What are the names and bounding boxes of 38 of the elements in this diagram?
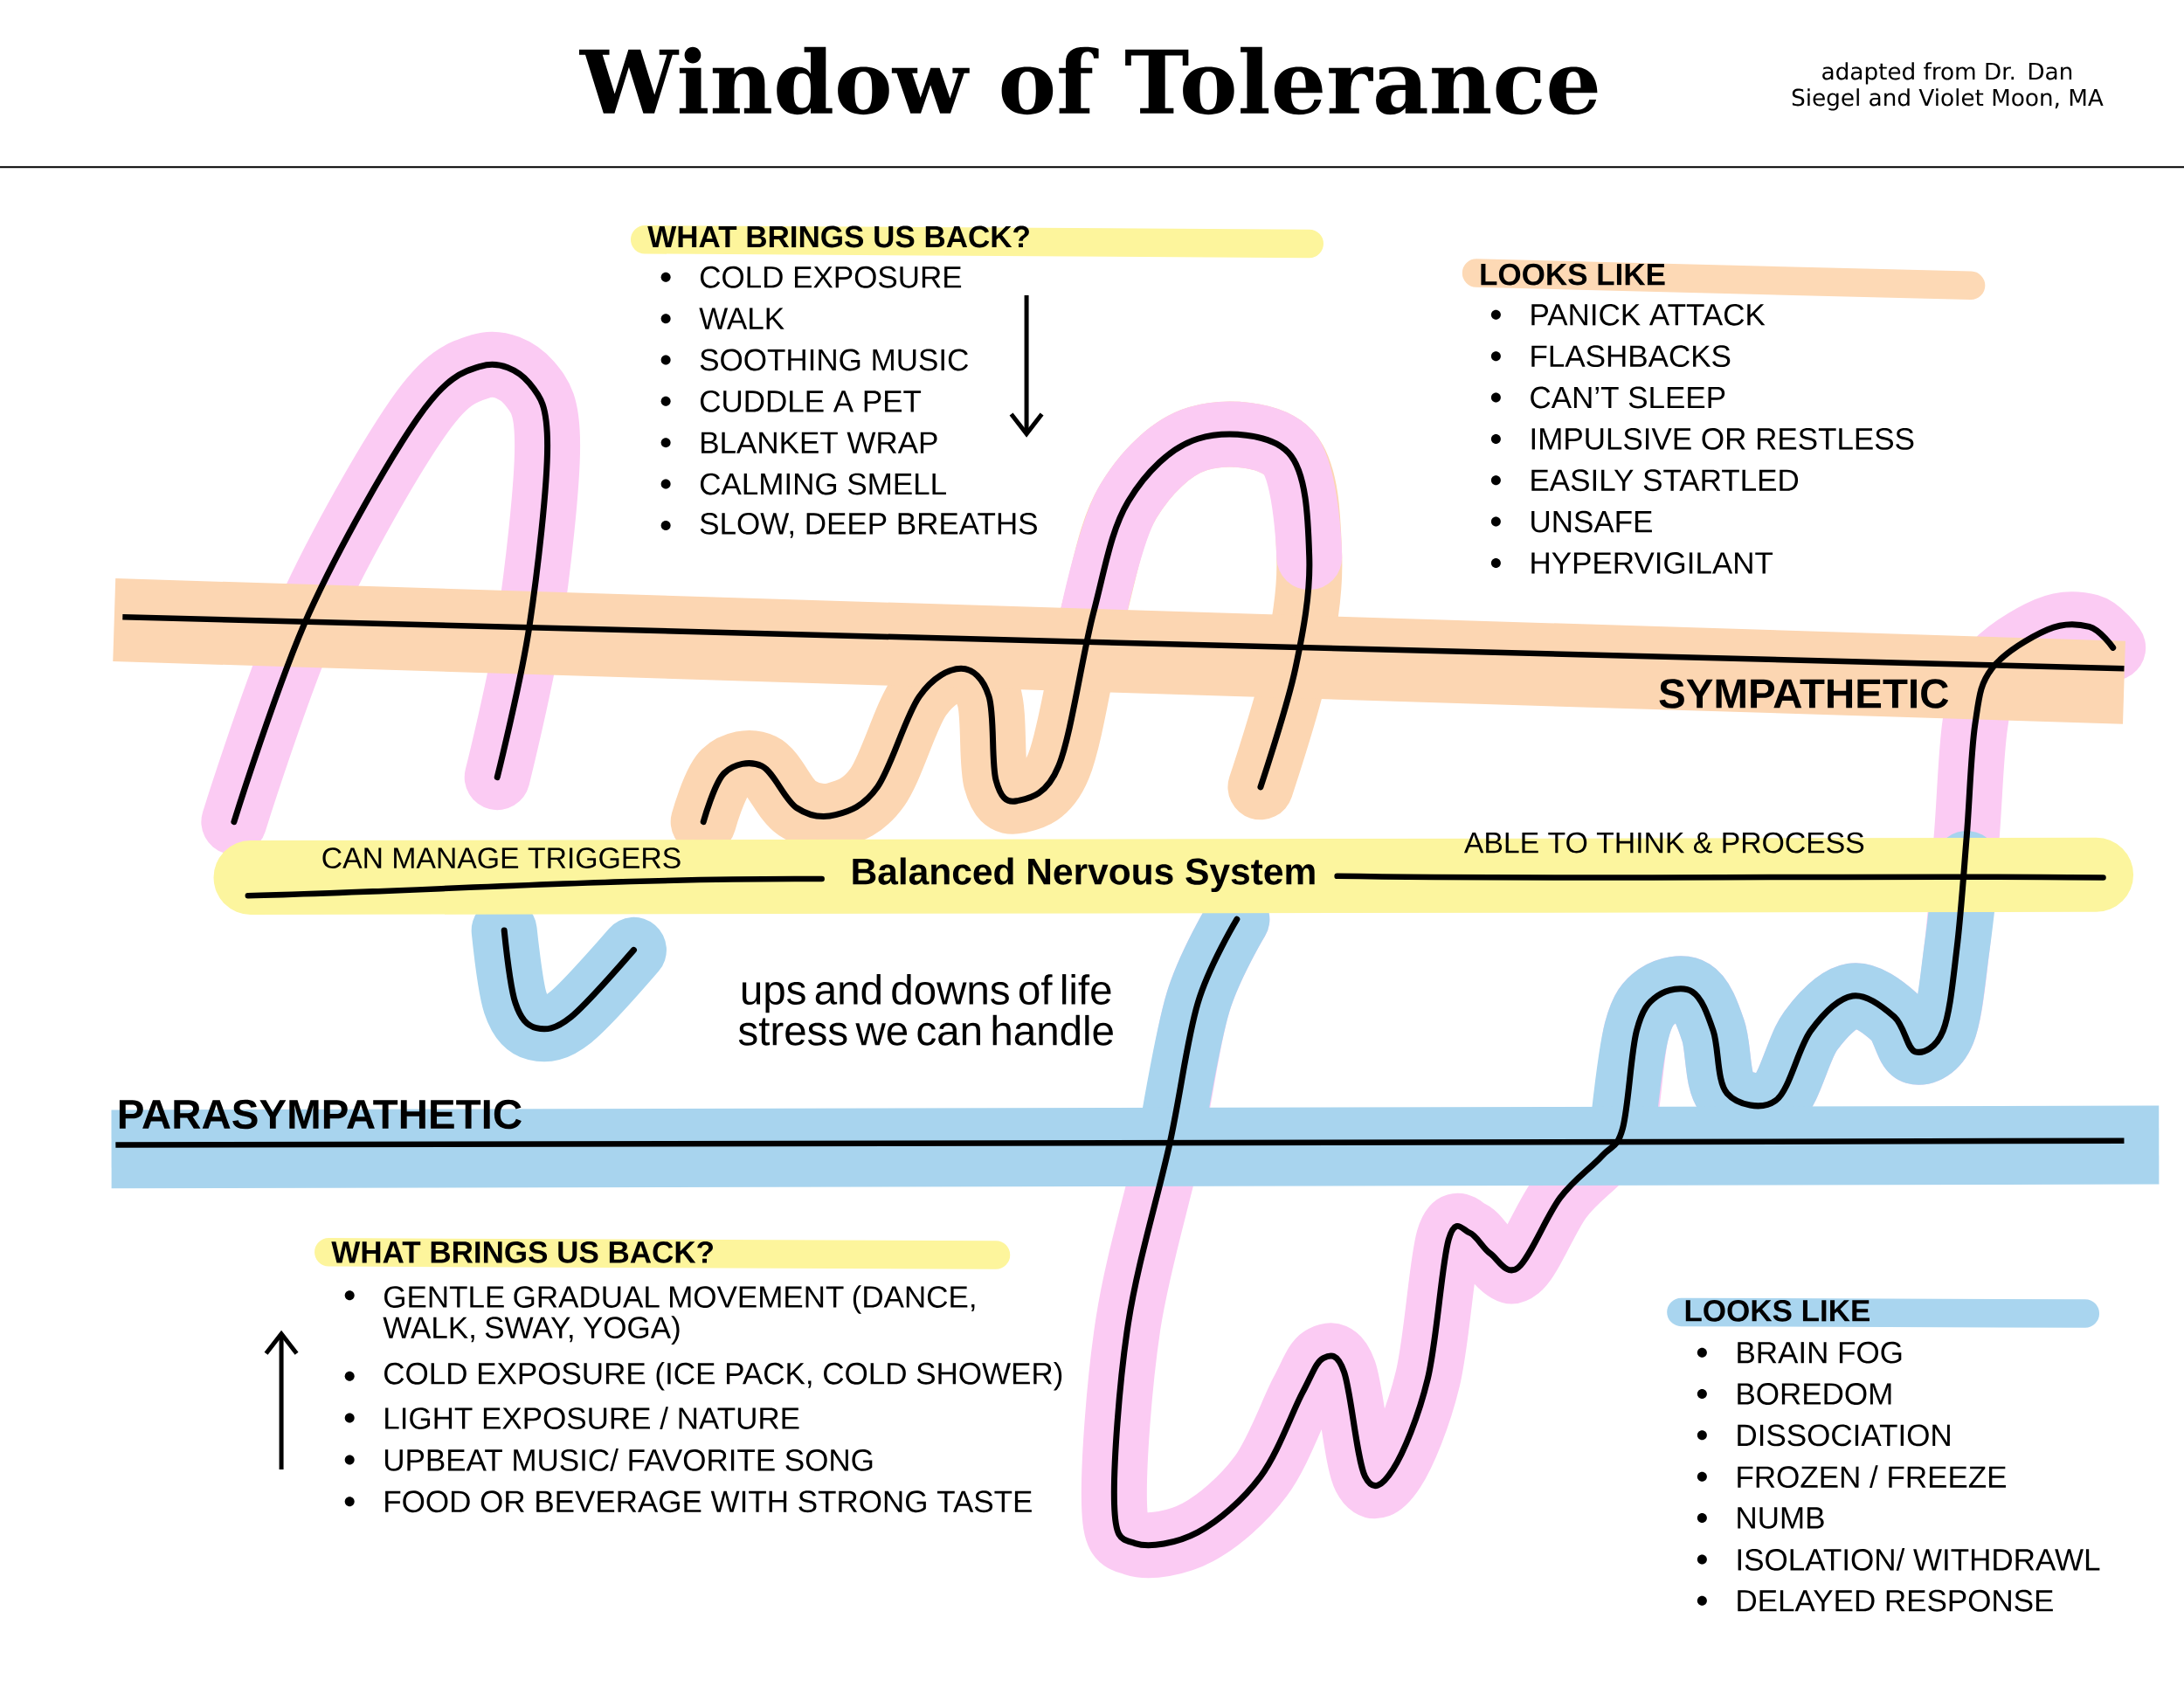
list-item: FOOD OR BEVERAGE WITH STRONG TASTE: [385, 1490, 1032, 1513]
list-item: BLANKET WRAP: [702, 432, 937, 453]
list-item: BRAIN FOG: [1738, 1341, 1902, 1364]
list-item: CUDDLE A PET: [700, 391, 922, 412]
list-item: GENTLE GRADUAL MOVEMENT (DANCE, WALK, SWAY, YOGA): [383, 1285, 975, 1345]
list-item: CALMING SMELL: [700, 473, 946, 495]
list-heading: LOOKS LIKE: [1481, 263, 1665, 286]
list-item: LIGHT EXPOSURE / NATURE: [385, 1407, 799, 1430]
handwritten-note: ups and downs of life stress we can handle: [738, 974, 1113, 1046]
list-item: COLD EXPOSURE: [700, 266, 962, 288]
list-heading: WHAT BRINGS US BACK?: [647, 225, 1029, 248]
list-item: SLOW, DEEP BREATHS: [700, 513, 1037, 538]
list-item: FLASHBACKS: [1531, 345, 1731, 368]
credit-text: adapted from Dr. Dan Siegel and Violet Moon, MA: [1792, 62, 2104, 111]
list-item: WALK: [699, 308, 784, 329]
list-item: HYPERVIGILANT: [1531, 552, 1773, 574]
list-item: UNSAFE: [1531, 510, 1652, 533]
list-heading: LOOKS LIKE: [1685, 1300, 1870, 1322]
list-item: ISOLATION/ WITHDRAWL: [1738, 1548, 2100, 1571]
list-heading: WHAT BRINGS US BACK?: [331, 1241, 713, 1263]
zone-label: SYMPATHETIC: [1659, 679, 1949, 709]
list-item: DELAYED RESPONSE: [1738, 1589, 2053, 1612]
zone-label: PARASYMPATHETIC: [119, 1099, 522, 1130]
list-item: PANICK ATTACK: [1531, 304, 1766, 326]
title: Window of Tolerance: [579, 46, 1598, 115]
list-item: SOOTHING MUSIC: [700, 349, 968, 371]
list-item: DISSOCIATION: [1738, 1424, 1950, 1447]
list-item: EASILY STARTLED: [1531, 469, 1799, 492]
list-item: BOREDOM: [1738, 1383, 1891, 1405]
zone-label: Balanced Nervous System: [853, 857, 1315, 893]
list-item: NUMB: [1738, 1507, 1824, 1529]
list-item: CAN’T SLEEP: [1531, 386, 1725, 409]
list-item: IMPULSIVE OR RESTLESS: [1531, 428, 1914, 450]
zone-note: CAN MANAGE TRIGGERS: [322, 847, 681, 869]
list-item: FROZEN / FREEZE: [1738, 1465, 2006, 1489]
list-item: COLD EXPOSURE (ICE PACK, COLD SHOWER): [384, 1362, 1062, 1391]
zone-note: ABLE TO THINK & PROCESS: [1463, 832, 1864, 854]
list-item: UPBEAT MUSIC/ FAVORITE SONG: [385, 1448, 873, 1471]
